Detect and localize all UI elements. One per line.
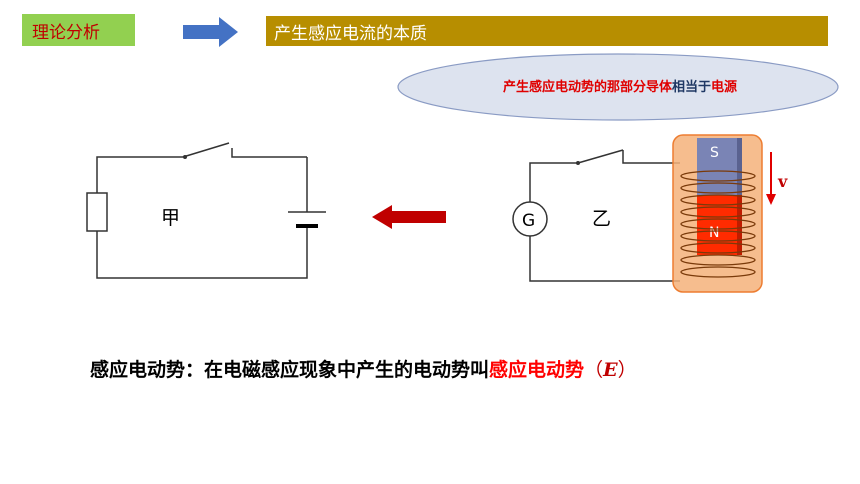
section-tag-label: 理论分析 (32, 22, 100, 43)
velocity-label: v (777, 172, 788, 191)
callout-text: 产生感应电动势的那部分导体相当于电源 (400, 76, 840, 95)
right-arrow-icon (183, 17, 238, 47)
magnet-n-side (737, 195, 742, 255)
galvanometer-label: G (522, 211, 535, 231)
circuit-a-label: 甲 (161, 207, 180, 229)
section-tag: 理论分析 (22, 14, 135, 46)
magnet-s-label: S (710, 145, 719, 161)
galvanometer (512, 201, 548, 237)
resistor (86, 192, 108, 232)
callout-part-2: 相当于 (671, 80, 711, 95)
circuit-b (529, 149, 680, 282)
callout-bubble (397, 53, 839, 121)
switch-contact-b (576, 161, 580, 165)
callout-part-3: 电源 (711, 80, 738, 95)
circuit-a (86, 142, 308, 279)
switch-contact-a (183, 155, 187, 159)
callout-part-1: 产生感应电动势的那部分导体 (502, 80, 672, 95)
definition-highlight: 感应电动势 (489, 359, 585, 381)
definition-body: 在电磁感应现象中产生的电动势叫 (204, 359, 490, 381)
definition-term: 感应电动势 (90, 359, 186, 381)
circuit-b-label: 乙 (592, 208, 611, 230)
magnet-s-pole (697, 138, 737, 195)
definition-colon: ： (185, 359, 205, 381)
magnet-s-side (737, 138, 742, 195)
coil (680, 170, 756, 278)
definition-symbol: E (603, 359, 618, 381)
slide-title-text: 产生感应电流的本质 (274, 23, 427, 44)
left-arrow-icon (372, 205, 446, 229)
definition: 感应电动势：在电磁感应现象中产生的电动势叫感应电动势（E） (90, 355, 637, 382)
definition-close-paren: ） (617, 359, 637, 381)
slide-title: 产生感应电流的本质 (266, 16, 828, 46)
magnet-n-label: N (709, 225, 719, 241)
velocity-arrowhead (766, 194, 776, 205)
definition-open-paren: （ (584, 359, 604, 381)
